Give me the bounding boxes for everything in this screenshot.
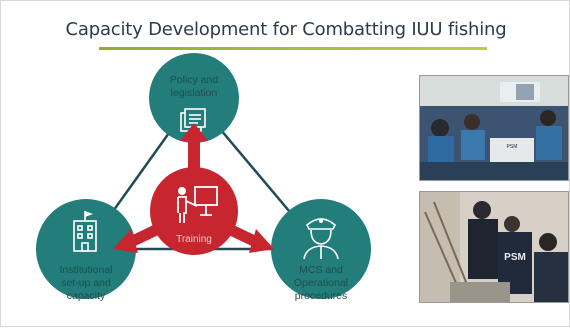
officer-icon bbox=[303, 218, 339, 260]
title-underline bbox=[99, 47, 487, 50]
institutional-label-line3: capacity bbox=[67, 290, 106, 302]
meeting-banner-text: PSM bbox=[507, 144, 518, 150]
mcs-label-line2: Operational bbox=[294, 277, 348, 289]
node-mcs: MCS and Operational procedures bbox=[271, 199, 371, 302]
node-policy-legislation: Policy and legislation bbox=[149, 53, 239, 143]
training-label: Training bbox=[176, 234, 212, 245]
slide-title: Capacity Development for Combatting IUU … bbox=[65, 19, 507, 40]
meeting-photo: PSM bbox=[419, 75, 569, 181]
inspection-photo: PSM bbox=[419, 191, 569, 303]
mcs-label-line1: MCS and bbox=[299, 264, 343, 276]
node-training: Training bbox=[150, 167, 238, 255]
document-stack-icon bbox=[180, 108, 206, 132]
institutional-label-line1: Institutional bbox=[59, 264, 112, 276]
policy-label-line2: legislation bbox=[171, 87, 218, 99]
node-institutional: Institutional set-up and capacity bbox=[36, 199, 136, 302]
presenter-board-icon bbox=[177, 186, 218, 223]
policy-label-line1: Policy and bbox=[170, 74, 219, 86]
building-icon bbox=[73, 211, 97, 252]
mcs-label-line3: procedures bbox=[295, 290, 348, 302]
inspection-jacket-text: PSM bbox=[504, 252, 526, 263]
institutional-label-line2: set-up and bbox=[61, 277, 111, 289]
